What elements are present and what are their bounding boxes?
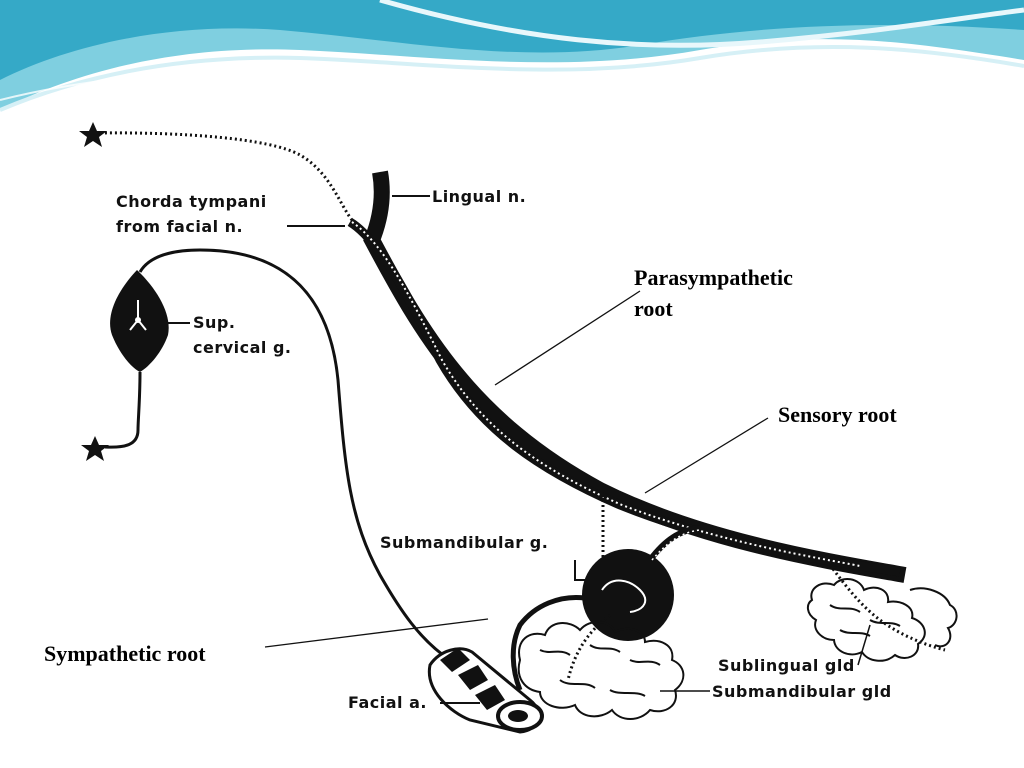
header-banner (0, 0, 1024, 112)
callout-parasympathetic-2: root (634, 296, 673, 321)
callout-sensory-root: Sensory root (778, 402, 897, 427)
label-chorda-tympani-2: from facial n. (116, 217, 243, 236)
submandibular-ganglion (582, 549, 674, 641)
label-sup-cervical-2: cervical g. (193, 338, 292, 357)
callout-parasympathetic-1: Parasympathetic (634, 265, 793, 290)
label-submandibular-gland: Submandibular gld (712, 682, 892, 701)
label-facial-artery: Facial a. (348, 693, 427, 712)
star-bottom-icon (81, 436, 109, 461)
label-lingual-nerve: Lingual n. (432, 187, 526, 206)
callout-lines (264, 290, 769, 648)
label-submandibular-ganglion: Submandibular g. (380, 533, 548, 552)
star-top-icon (79, 122, 107, 147)
callout-sympathetic-root: Sympathetic root (44, 641, 206, 666)
label-sup-cervical-1: Sup. (193, 313, 235, 332)
submandibular-gland-shape (517, 621, 685, 720)
label-sublingual-gland: Sublingual gld (718, 656, 855, 675)
diagram (79, 122, 958, 734)
label-chorda-tympani-1: Chorda tympani (116, 192, 267, 211)
chorda-tympani-dotted-path (99, 131, 354, 221)
facial-artery-shape (427, 647, 544, 734)
